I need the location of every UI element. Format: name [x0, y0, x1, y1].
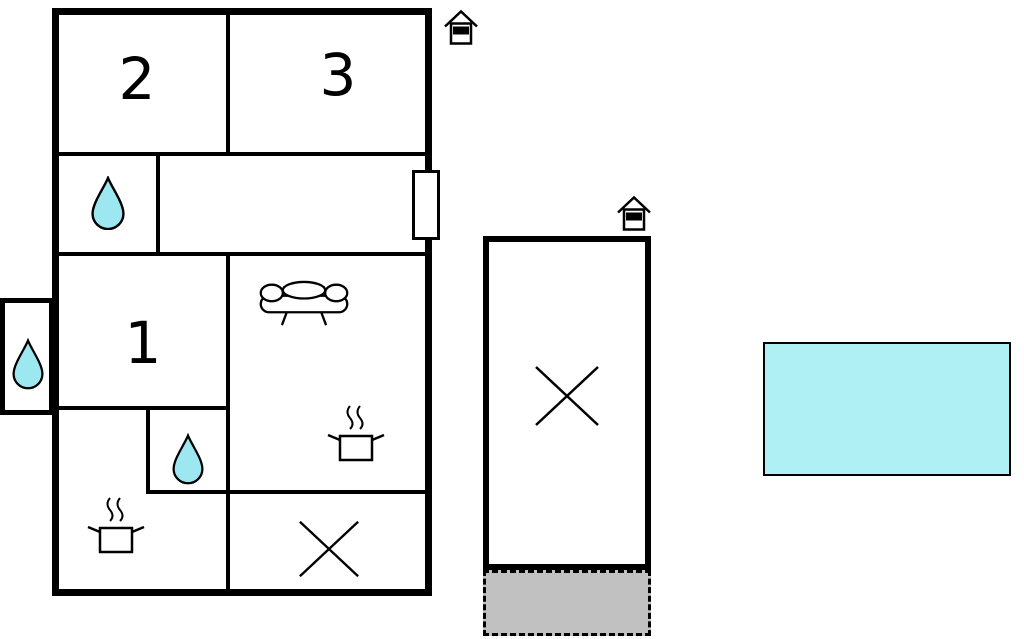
wall — [146, 410, 150, 492]
water-drop-icon — [10, 338, 46, 390]
cross-mark-icon — [532, 362, 602, 430]
entrance-house-icon — [443, 9, 479, 46]
wall — [59, 152, 425, 156]
main-building — [52, 8, 432, 596]
wall — [226, 15, 230, 156]
terrace — [483, 570, 651, 636]
outbuilding — [483, 236, 651, 570]
water-drop-icon — [170, 433, 206, 485]
room-label-3: 3 — [319, 41, 357, 109]
cooking-pot-icon — [86, 494, 146, 562]
window-opening — [412, 170, 440, 240]
cross-mark-icon — [296, 518, 362, 580]
room-label-1: 1 — [124, 309, 162, 377]
room-label-2: 2 — [118, 45, 156, 113]
wall — [226, 256, 230, 589]
cooking-pot-icon — [326, 402, 386, 470]
wall — [156, 156, 160, 256]
entrance-house-icon — [616, 195, 652, 232]
wall — [59, 406, 230, 410]
sofa-icon — [258, 278, 350, 330]
pool — [763, 342, 1011, 476]
wall — [146, 490, 425, 494]
wall — [59, 252, 425, 256]
water-drop-icon — [88, 176, 128, 230]
